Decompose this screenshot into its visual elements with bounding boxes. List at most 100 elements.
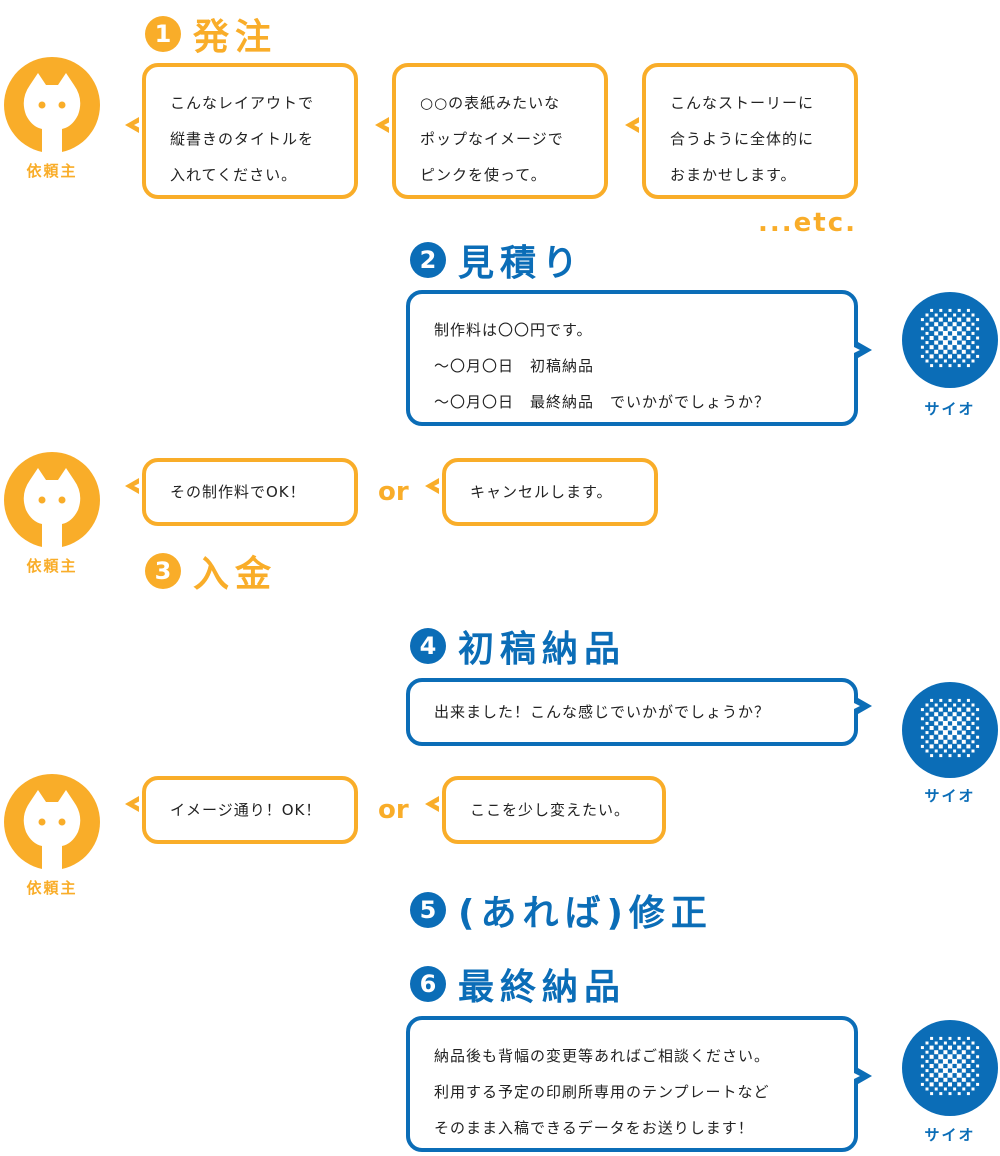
or-label: or (378, 477, 409, 507)
logo-dot (961, 322, 966, 327)
logo-dot (962, 1087, 966, 1091)
logo-dot (971, 1059, 975, 1063)
logo-dot (929, 354, 934, 359)
creator-label: サイオ (924, 400, 976, 418)
logo-dot (966, 1036, 970, 1040)
logo-dot (971, 331, 975, 335)
logo-dot (961, 349, 966, 354)
order-bubble-3: こんなストーリーに 合うように全体的に おまかせします。 (642, 63, 858, 199)
logo-dot (920, 354, 924, 358)
logo-dot (934, 1068, 939, 1073)
logo-dot (925, 712, 929, 716)
logo-dot (934, 703, 938, 707)
logo-dot (934, 1087, 938, 1091)
logo-dot (961, 1059, 966, 1064)
logo-dot (976, 708, 980, 712)
logo-dot (966, 1045, 971, 1050)
step-4-heading: 4 初稿納品 (410, 620, 626, 672)
logo-dot (938, 317, 943, 322)
step-number: 2 (410, 242, 446, 278)
step-title: 見積り (458, 243, 585, 284)
step-2-heading: 2 見積り (410, 234, 584, 286)
logo-dot (957, 354, 962, 359)
logo-dot (934, 721, 939, 726)
logo-dot (925, 1059, 929, 1063)
logo-dot (953, 1087, 957, 1091)
bubble-tail (858, 1068, 872, 1084)
order-bubble-1: こんなレイアウトで 縦書きのタイトルを 入れてください。 (142, 63, 358, 199)
logo-dot (920, 1073, 924, 1077)
step-number: 5 (410, 892, 446, 928)
logo-dot (920, 708, 924, 712)
logo-dot (929, 1054, 934, 1059)
step-number: 4 (410, 628, 446, 664)
logo-dot (976, 318, 980, 322)
logo-dot (929, 726, 934, 730)
logo-dot (952, 1050, 957, 1055)
logo-dot (948, 317, 952, 322)
logo-dot (934, 1050, 939, 1055)
logo-dot (966, 716, 971, 721)
logo-dot (947, 335, 953, 341)
logo-dot (948, 1045, 952, 1050)
logo-dot (957, 754, 961, 758)
bubble-tail-inner (134, 482, 142, 490)
logo-dot (934, 313, 938, 317)
logo-dot (971, 721, 975, 725)
creator-label: サイオ (924, 787, 976, 805)
logo-dot (930, 1036, 934, 1040)
logo-dot (948, 754, 952, 758)
logo-dot (957, 1082, 962, 1087)
or-label: or (378, 795, 409, 825)
logo-dot (925, 740, 929, 744)
logo-dot (976, 336, 980, 340)
logo-dot (952, 330, 958, 336)
logo-dot (929, 1082, 934, 1087)
bubble-text: キャンセルします。 (470, 483, 613, 501)
bubble-tail-inner (434, 800, 442, 808)
logo-dot (920, 345, 924, 349)
logo-dot (934, 349, 939, 354)
logo-dot (966, 1073, 971, 1078)
logo-dot (948, 1092, 952, 1096)
logo-dot (948, 698, 952, 702)
logo-dot (948, 364, 952, 368)
bubble-tail-inner (434, 482, 442, 490)
logo-dot (938, 716, 944, 722)
logo-dot (971, 712, 975, 716)
step-title: 発注 (193, 17, 278, 58)
bubble-tail-inner (134, 121, 142, 129)
logo-dot (925, 350, 929, 354)
logo-dot (925, 1050, 929, 1054)
logo-dot (971, 322, 975, 326)
bubble-tail-inner (634, 121, 642, 129)
logo-dot (942, 720, 948, 726)
accept-draft-bubble: イメージ通り！OK！ (142, 776, 358, 844)
logo-dot (976, 1046, 980, 1050)
logo-dot (976, 717, 980, 721)
logo-dot (920, 1055, 924, 1059)
logo-dot (966, 354, 971, 359)
step-6-heading: 6 最終納品 (410, 958, 626, 1010)
logo-dot (957, 744, 962, 749)
bubble-tail-inner (852, 702, 860, 710)
logo-dot (920, 1082, 924, 1086)
estimate-bubble: 制作料は〇〇円です。 ～〇月〇日 初稿納品 ～〇月〇日 最終納品 でいかがでしょ… (406, 290, 858, 426)
logo-dot (953, 703, 957, 707)
logo-dot (925, 749, 929, 753)
logo-dot (942, 330, 948, 336)
logo-dot (962, 359, 966, 363)
logo-dot (966, 735, 971, 740)
logo-dot (934, 322, 939, 327)
logo-dot (929, 345, 934, 350)
logo-dot (966, 754, 970, 758)
logo-dot (966, 345, 971, 350)
final-bubble: 納品後も背幅の変更等あればご相談ください。 利用する予定の印刷所専用のテンプレー… (406, 1016, 858, 1152)
bubble-tail-inner (852, 346, 860, 354)
logo-dot (947, 344, 953, 350)
logo-dot (943, 313, 947, 317)
client-avatar-icon (4, 774, 100, 870)
logo-dot (934, 730, 939, 735)
logo-dot (952, 322, 957, 327)
logo-dot (943, 739, 948, 744)
